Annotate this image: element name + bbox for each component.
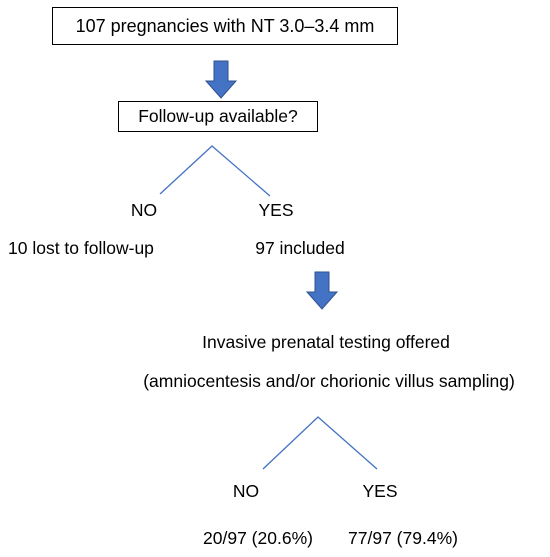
step-line-2: (amniocentesis and/or chorionic villus s… <box>143 371 515 391</box>
branch1-no-label: NO <box>130 200 158 220</box>
branch2-no-label: NO <box>232 481 260 501</box>
question-box: Follow-up available? <box>118 101 318 132</box>
question-text: Follow-up available? <box>138 106 298 126</box>
branch1-yes-result: 97 included <box>255 238 345 258</box>
branch1-no-result: 10 lost to follow-up <box>8 238 154 258</box>
step-line-1: Invasive prenatal testing offered <box>202 332 450 352</box>
branch2-yes-label: YES <box>362 481 398 501</box>
down-arrow-1 <box>204 60 238 99</box>
down-arrow-2 <box>305 271 339 310</box>
start-box: 107 pregnancies with NT 3.0–3.4 mm <box>52 7 398 45</box>
branch2-yes-result: 77/97 (79.4%) <box>348 528 458 548</box>
branch-lines-1 <box>159 145 271 197</box>
branch2-no-result: 20/97 (20.6%) <box>203 528 313 548</box>
branch1-yes-label: YES <box>258 200 294 220</box>
start-text: 107 pregnancies with NT 3.0–3.4 mm <box>75 15 375 36</box>
branch-lines-2 <box>262 416 378 470</box>
